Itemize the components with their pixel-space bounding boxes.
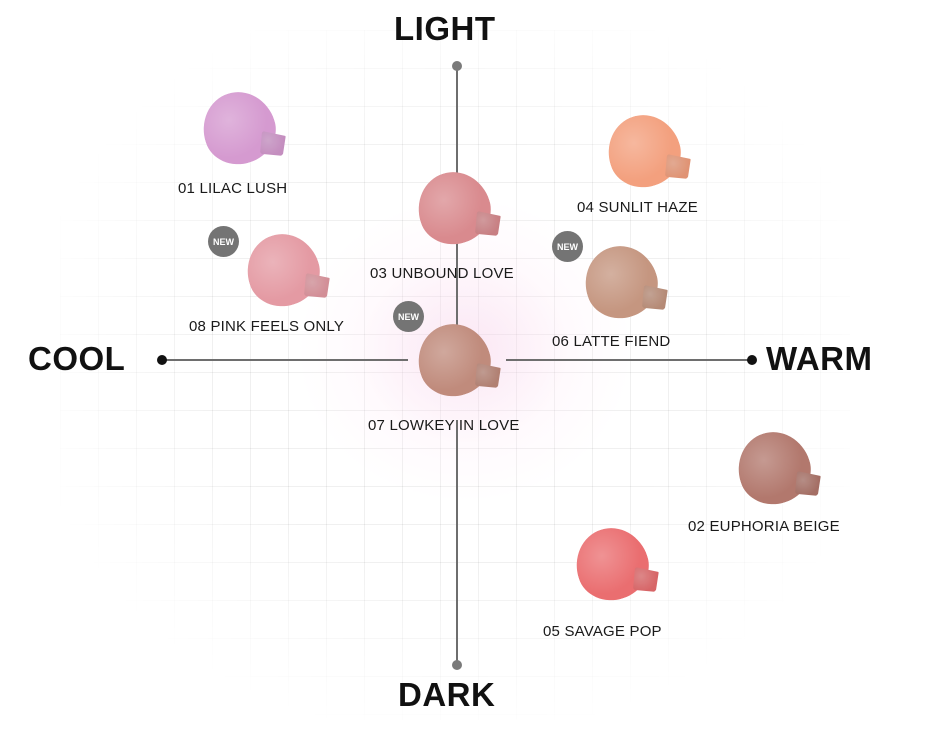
- shade-label-lilac-lush: 01 LILAC LUSH: [178, 180, 288, 197]
- shade-label-pink-feels-only: 08 PINK FEELS ONLY: [189, 318, 345, 335]
- axis-label-dark: DARK: [398, 676, 496, 713]
- axis-label-light: LIGHT: [394, 10, 496, 47]
- axis-endpoint-bottom: [452, 660, 462, 670]
- axis-endpoint-left: [157, 355, 167, 365]
- horizontal-axis-right: [506, 359, 752, 361]
- shade-label-unbound-love: 03 UNBOUND LOVE: [370, 265, 514, 282]
- new-badge-lowkey-in-love: NEW: [393, 301, 424, 332]
- axis-label-warm: WARM: [766, 340, 873, 377]
- shade-label-lowkey-in-love: 07 LOWKEY IN LOVE: [368, 417, 520, 434]
- shade-label-latte-fiend: 06 LATTE FIEND: [552, 333, 671, 350]
- axis-label-cool: COOL: [28, 340, 126, 377]
- new-badge-latte-fiend: NEW: [552, 231, 583, 262]
- vertical-axis-lower: [456, 420, 458, 665]
- new-badge-pink-feels-only: NEW: [208, 226, 239, 257]
- axis-endpoint-right: [747, 355, 757, 365]
- horizontal-axis-left: [162, 359, 408, 361]
- shade-label-sunlit-haze: 04 SUNLIT HAZE: [577, 199, 698, 216]
- axis-endpoint-top: [452, 61, 462, 71]
- shade-label-savage-pop: 05 SAVAGE POP: [543, 623, 662, 640]
- shade-label-euphoria-beige: 02 EUPHORIA BEIGE: [688, 518, 840, 535]
